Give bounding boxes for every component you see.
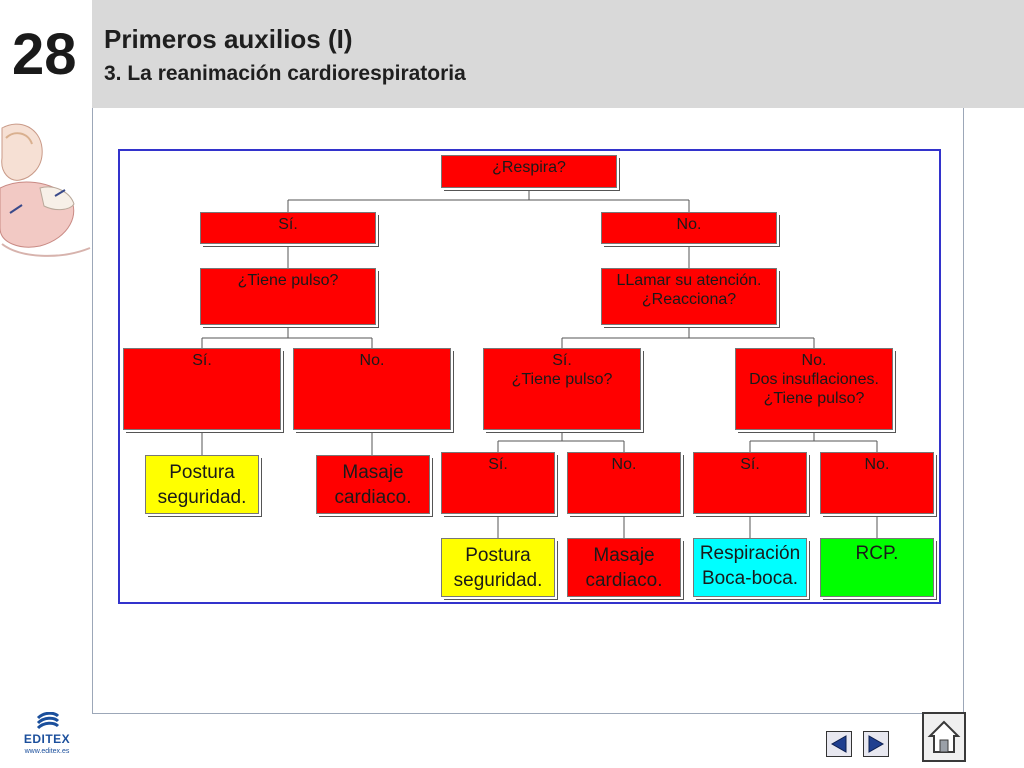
node-text: Postura <box>169 462 235 483</box>
node-text: Sí. <box>192 352 212 369</box>
previous-button[interactable] <box>826 731 852 757</box>
node-text: Postura <box>465 545 531 566</box>
logo-url: www.editex.es <box>24 748 70 755</box>
node-text: LLamar su atención. <box>616 272 762 289</box>
slide-subtitle: 3. La reanimación cardiorespiratoria <box>104 62 466 85</box>
node-postura-seguridad-2: Postura seguridad. <box>441 538 555 597</box>
node-text: cardiaco. <box>334 487 412 508</box>
header-band <box>92 0 1024 108</box>
node-text: ¿Tiene pulso? <box>237 272 339 289</box>
first-aid-illustration <box>0 123 91 257</box>
node-si-pulso-3: Sí. <box>693 452 807 514</box>
node-llamar-atencion: LLamar su atención. ¿Reacciona? <box>601 268 777 325</box>
node-text: Boca-boca. <box>701 568 799 589</box>
node-text: Sí. <box>740 456 760 473</box>
node-text: Sí. <box>488 456 508 473</box>
node-postura-seguridad: Postura seguridad. <box>145 455 259 514</box>
node-respiracion-boca-boca: Respiración Boca-boca. <box>693 538 807 597</box>
next-button[interactable] <box>863 731 889 757</box>
node-text: RCP. <box>855 543 899 564</box>
node-respira: ¿Respira? <box>441 155 617 188</box>
node-rcp: RCP. <box>820 538 934 597</box>
node-si-pulso-2: Sí. <box>441 452 555 514</box>
node-masaje-cardiaco: Masaje cardiaco. <box>316 455 430 514</box>
node-text: ¿Respira? <box>492 159 566 176</box>
node-si-respira: Sí. <box>200 212 376 244</box>
logo-text: EDITEX <box>23 732 71 746</box>
node-text: Masaje <box>593 545 655 566</box>
slide-title: Primeros auxilios (I) <box>104 24 353 54</box>
triangle-right-icon <box>868 735 885 753</box>
node-text: seguridad. <box>453 570 543 591</box>
node-text: No. <box>676 216 702 233</box>
node-text: Sí. <box>278 216 298 233</box>
editex-logo-mark-icon <box>36 712 60 730</box>
node-no-respira: No. <box>601 212 777 244</box>
triangle-left-icon <box>830 735 847 753</box>
node-no-pulso-3: No. <box>820 452 934 514</box>
node-tiene-pulso: ¿Tiene pulso? <box>200 268 376 325</box>
slide-number: 28 <box>12 22 77 87</box>
editex-logo[interactable]: EDITEX www.editex.es <box>16 712 78 762</box>
node-no-pulso-2: No. <box>567 452 681 514</box>
node-text: Masaje <box>342 462 404 483</box>
node-text: Dos insuflaciones. <box>749 371 879 388</box>
node-text: No. <box>611 456 637 473</box>
node-text: Respiración <box>699 543 801 564</box>
house-icon <box>927 720 961 753</box>
node-text: Sí. <box>552 352 572 369</box>
node-text: No. <box>864 456 890 473</box>
node-text: ¿Reacciona? <box>641 291 737 308</box>
node-text: No. <box>359 352 385 369</box>
home-button[interactable] <box>922 712 966 762</box>
node-text: ¿Tiene pulso? <box>511 371 613 388</box>
node-si-reacciona: Sí. ¿Tiene pulso? <box>483 348 641 430</box>
node-text: No. <box>801 352 827 369</box>
node-text: cardiaco. <box>585 570 663 591</box>
node-si-pulso: Sí. <box>123 348 281 430</box>
node-masaje-cardiaco-2: Masaje cardiaco. <box>567 538 681 597</box>
node-text: ¿Tiene pulso? <box>763 390 865 407</box>
node-no-pulso: No. <box>293 348 451 430</box>
node-no-reacciona: No. Dos insuflaciones. ¿Tiene pulso? <box>735 348 893 430</box>
node-text: seguridad. <box>157 487 247 508</box>
